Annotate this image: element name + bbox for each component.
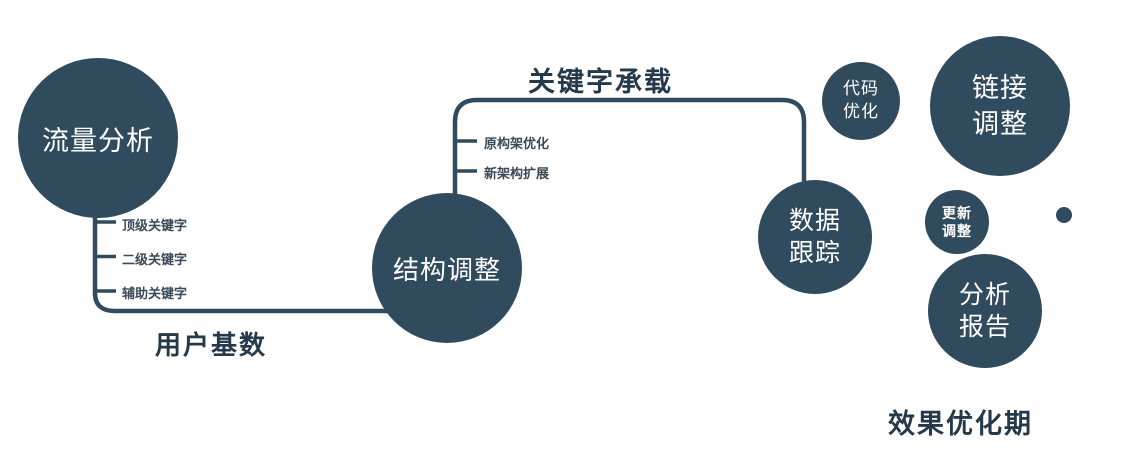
branch-label-new-architecture: 新架构扩展 (484, 166, 550, 181)
branch-label-second-keywords: 二级关键字 (122, 252, 188, 267)
edge-structure-branch-ticks (455, 139, 477, 173)
node-code-optimization-line1: 代码 (843, 79, 879, 99)
node-analysis-report-line2: 报告 (958, 313, 1011, 341)
node-update-adjustment-line1: 更新 (942, 204, 972, 221)
edge-traffic-to-structure (92, 195, 452, 314)
node-data-tracking-line1: 数据 (788, 206, 841, 235)
node-structure-adjustment-label: 结构调整 (392, 254, 501, 285)
node-analysis-report: 分析 报告 (928, 254, 1042, 368)
edge-structure-to-data (452, 97, 807, 200)
edge-traffic-branch-ticks (95, 220, 116, 293)
branch-label-original-architecture: 原构架优化 (484, 136, 550, 151)
node-link-adjustment: 链接 调整 (930, 36, 1070, 176)
dot-marker (1056, 207, 1072, 223)
node-traffic-analysis: 流量分析 (18, 58, 178, 218)
node-data-tracking: 数据 跟踪 (758, 180, 872, 294)
node-code-optimization-line2: 优化 (843, 102, 879, 121)
branch-label-top-keywords: 顶级关键字 (122, 218, 188, 233)
node-link-adjustment-line1: 链接 (972, 72, 1028, 103)
node-analysis-report-line1: 分析 (958, 280, 1011, 309)
node-update-adjustment: 更新 调整 (925, 190, 989, 254)
edge-label-keyword-carry: 关键字承载 (528, 67, 673, 97)
branch-label-aux-keywords: 辅助关键字 (122, 286, 188, 301)
node-link-adjustment-line2: 调整 (972, 109, 1028, 139)
node-code-optimization: 代码 优化 (822, 62, 900, 140)
node-traffic-analysis-label: 流量分析 (42, 125, 154, 156)
footer-phase-label: 效果优化期 (888, 409, 1033, 439)
node-update-adjustment-line2: 调整 (942, 223, 972, 239)
edge-label-user-base: 用户基数 (155, 330, 268, 360)
node-structure-adjustment: 结构调整 (372, 193, 522, 343)
node-data-tracking-line2: 跟踪 (788, 239, 841, 267)
